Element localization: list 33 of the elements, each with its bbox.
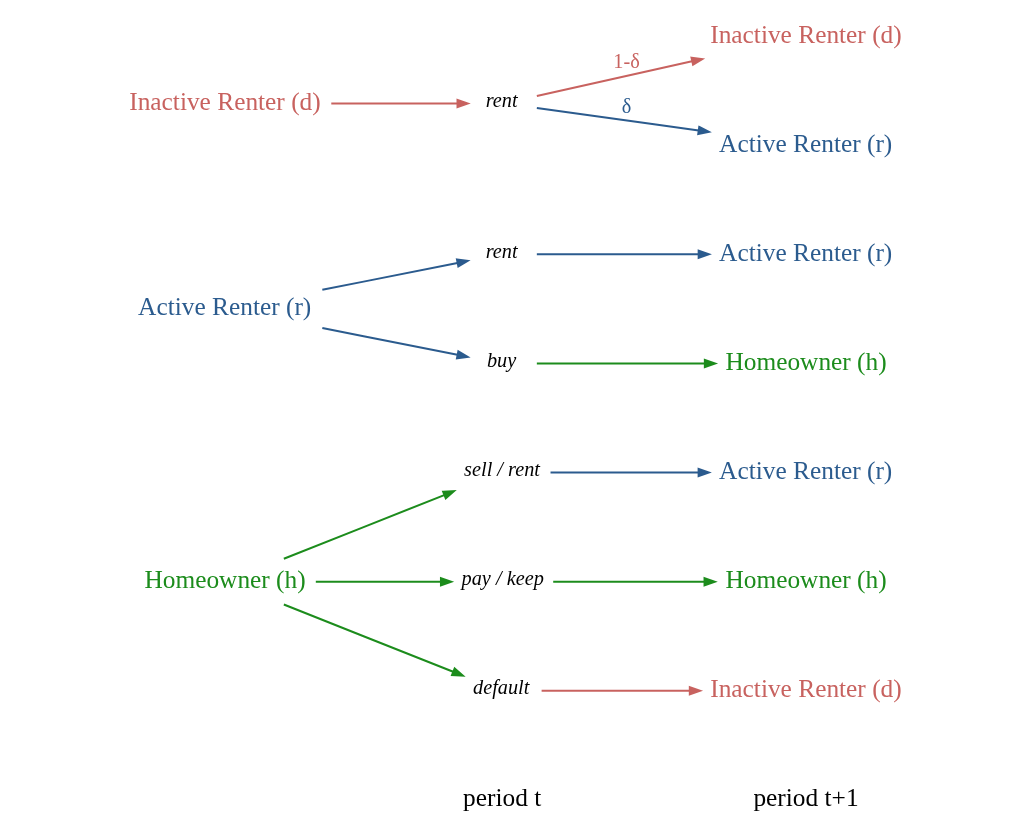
label: period t+1 — [753, 783, 859, 812]
node-text: Homeowner (h) — [725, 564, 887, 593]
node-text: Homeowner (h) — [725, 346, 887, 375]
arrow — [322, 258, 471, 291]
node-text: Active Renter (r) — [138, 292, 312, 321]
arrow — [550, 467, 712, 478]
node-text: Inactive Renter (d) — [710, 19, 902, 48]
arrow — [536, 107, 712, 136]
arrow — [331, 98, 471, 109]
node-text: sell / rent — [464, 458, 540, 481]
arrow — [283, 603, 466, 677]
node-text: buy — [486, 349, 517, 371]
node-text: rent — [485, 88, 518, 111]
arrow — [541, 685, 704, 696]
node-text: Homeowner (h) — [144, 564, 306, 593]
node-text: Active Renter (r) — [719, 128, 893, 157]
node-text: Active Renter (r) — [719, 455, 893, 484]
node-text: default — [473, 676, 530, 699]
arrow — [536, 249, 712, 260]
node-text: Active Renter (r) — [719, 237, 893, 266]
arrow — [553, 576, 718, 587]
arrow — [315, 576, 455, 587]
arrow — [283, 490, 457, 560]
node-text: rent — [485, 239, 518, 262]
node-text: Inactive Renter (d) — [710, 674, 902, 703]
arrow — [536, 358, 719, 369]
edge-label: δ — [621, 95, 632, 118]
arrow — [322, 327, 471, 360]
arrow — [536, 56, 706, 97]
node-text: Inactive Renter (d) — [129, 86, 321, 115]
edge-label: 1-δ — [613, 49, 640, 72]
label: period t — [463, 783, 542, 812]
node-text: pay / keep — [461, 567, 544, 590]
